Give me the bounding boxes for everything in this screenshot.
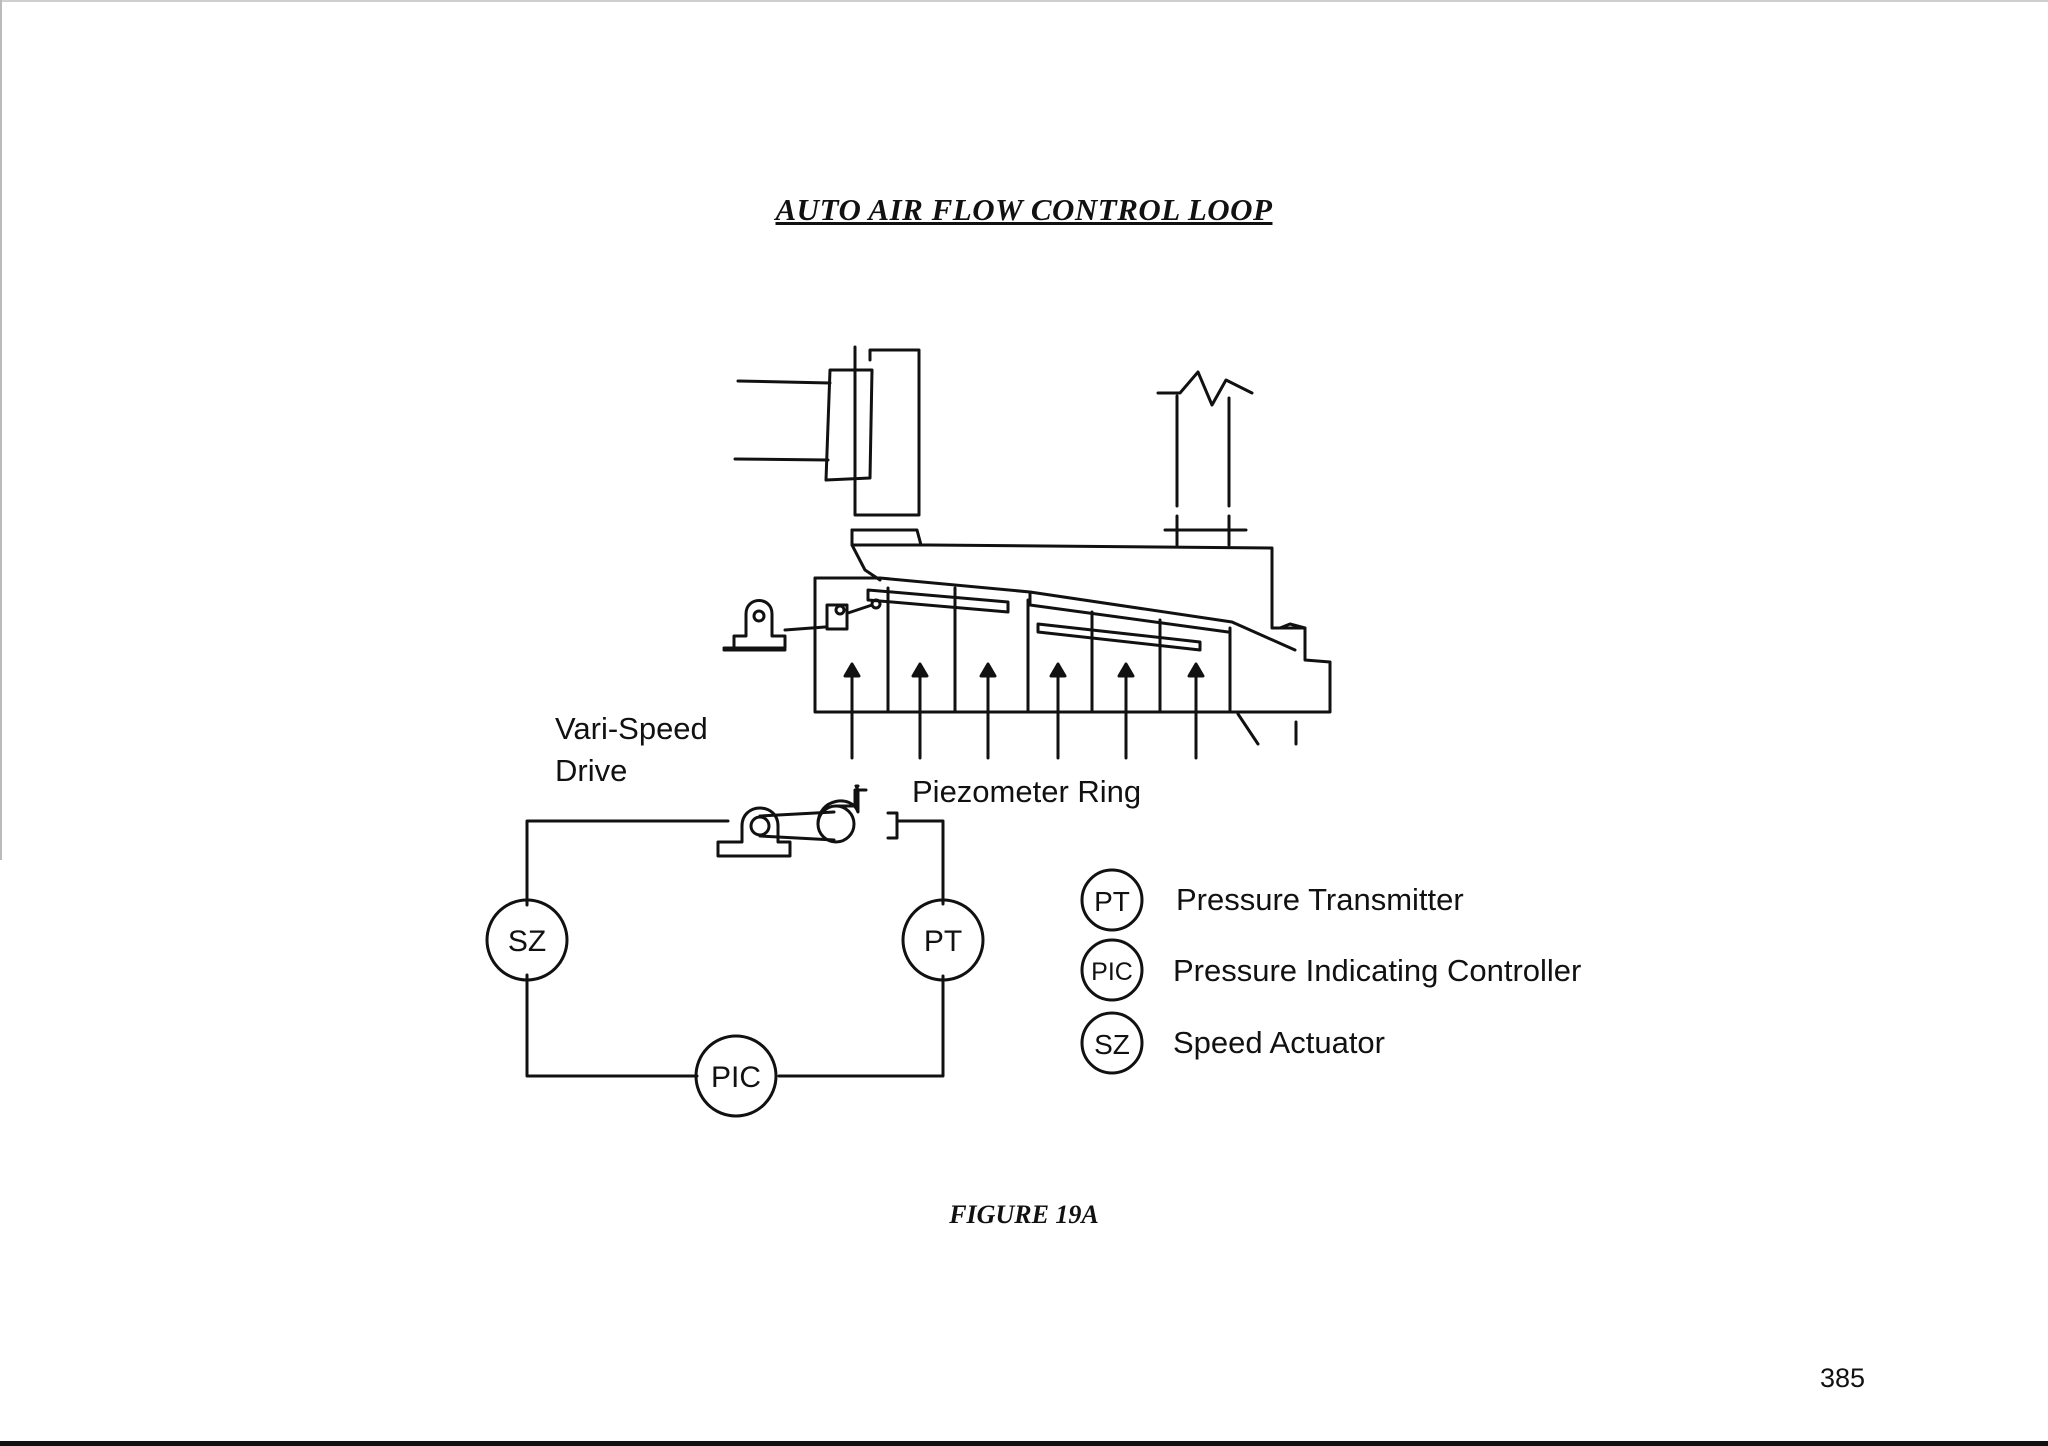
legend-bubbles <box>1080 868 1144 1075</box>
vari-speed-label-line1: Vari-Speed <box>555 711 708 746</box>
control-loop-wiring <box>525 819 945 1078</box>
legend-pt-description: Pressure Transmitter <box>1176 882 1464 917</box>
sz-bubble <box>485 898 569 982</box>
piezometer-ring-label: Piezometer Ring <box>912 774 1142 809</box>
legend-pt-bubble <box>1080 868 1144 932</box>
legend-sz-tag: SZ <box>1094 1029 1130 1060</box>
pic-bubble-label: PIC <box>711 1061 761 1094</box>
instrument-bubbles <box>485 898 985 1118</box>
legend-pic-description: Pressure Indicating Controller <box>1173 953 1582 988</box>
vari-speed-label-line2: Drive <box>555 753 628 788</box>
pt-bubble-label: PT <box>924 925 962 958</box>
legend-pic-tag: PIC <box>1091 958 1133 986</box>
legend-pt-tag: PT <box>1094 886 1130 917</box>
damper-drive-unit <box>722 599 787 652</box>
boiler-body <box>783 528 1332 746</box>
page-bottom-rule <box>0 1441 2048 1446</box>
legend-sz-description: Speed Actuator <box>1173 1025 1385 1060</box>
figure-caption: FIGURE 19A <box>949 1200 1099 1229</box>
pic-bubble <box>694 1034 778 1118</box>
diagram-title: AUTO AIR FLOW CONTROL LOOP <box>775 192 1273 227</box>
page-top-edge <box>0 0 2048 2</box>
page-left-edge <box>0 0 2 860</box>
inlet-duct <box>733 345 921 517</box>
legend-sz-bubble <box>1080 1011 1144 1075</box>
pt-bubble <box>901 898 985 982</box>
exhaust-stack <box>1156 370 1254 547</box>
air-flow-arrows <box>843 662 1205 760</box>
page-number: 385 <box>1820 1363 1866 1393</box>
vari-speed-drive <box>716 784 899 858</box>
vari-speed-label: Vari-Speed Drive <box>555 708 708 792</box>
legend-pic-bubble <box>1080 938 1144 1002</box>
sz-bubble-label: SZ <box>508 925 546 958</box>
